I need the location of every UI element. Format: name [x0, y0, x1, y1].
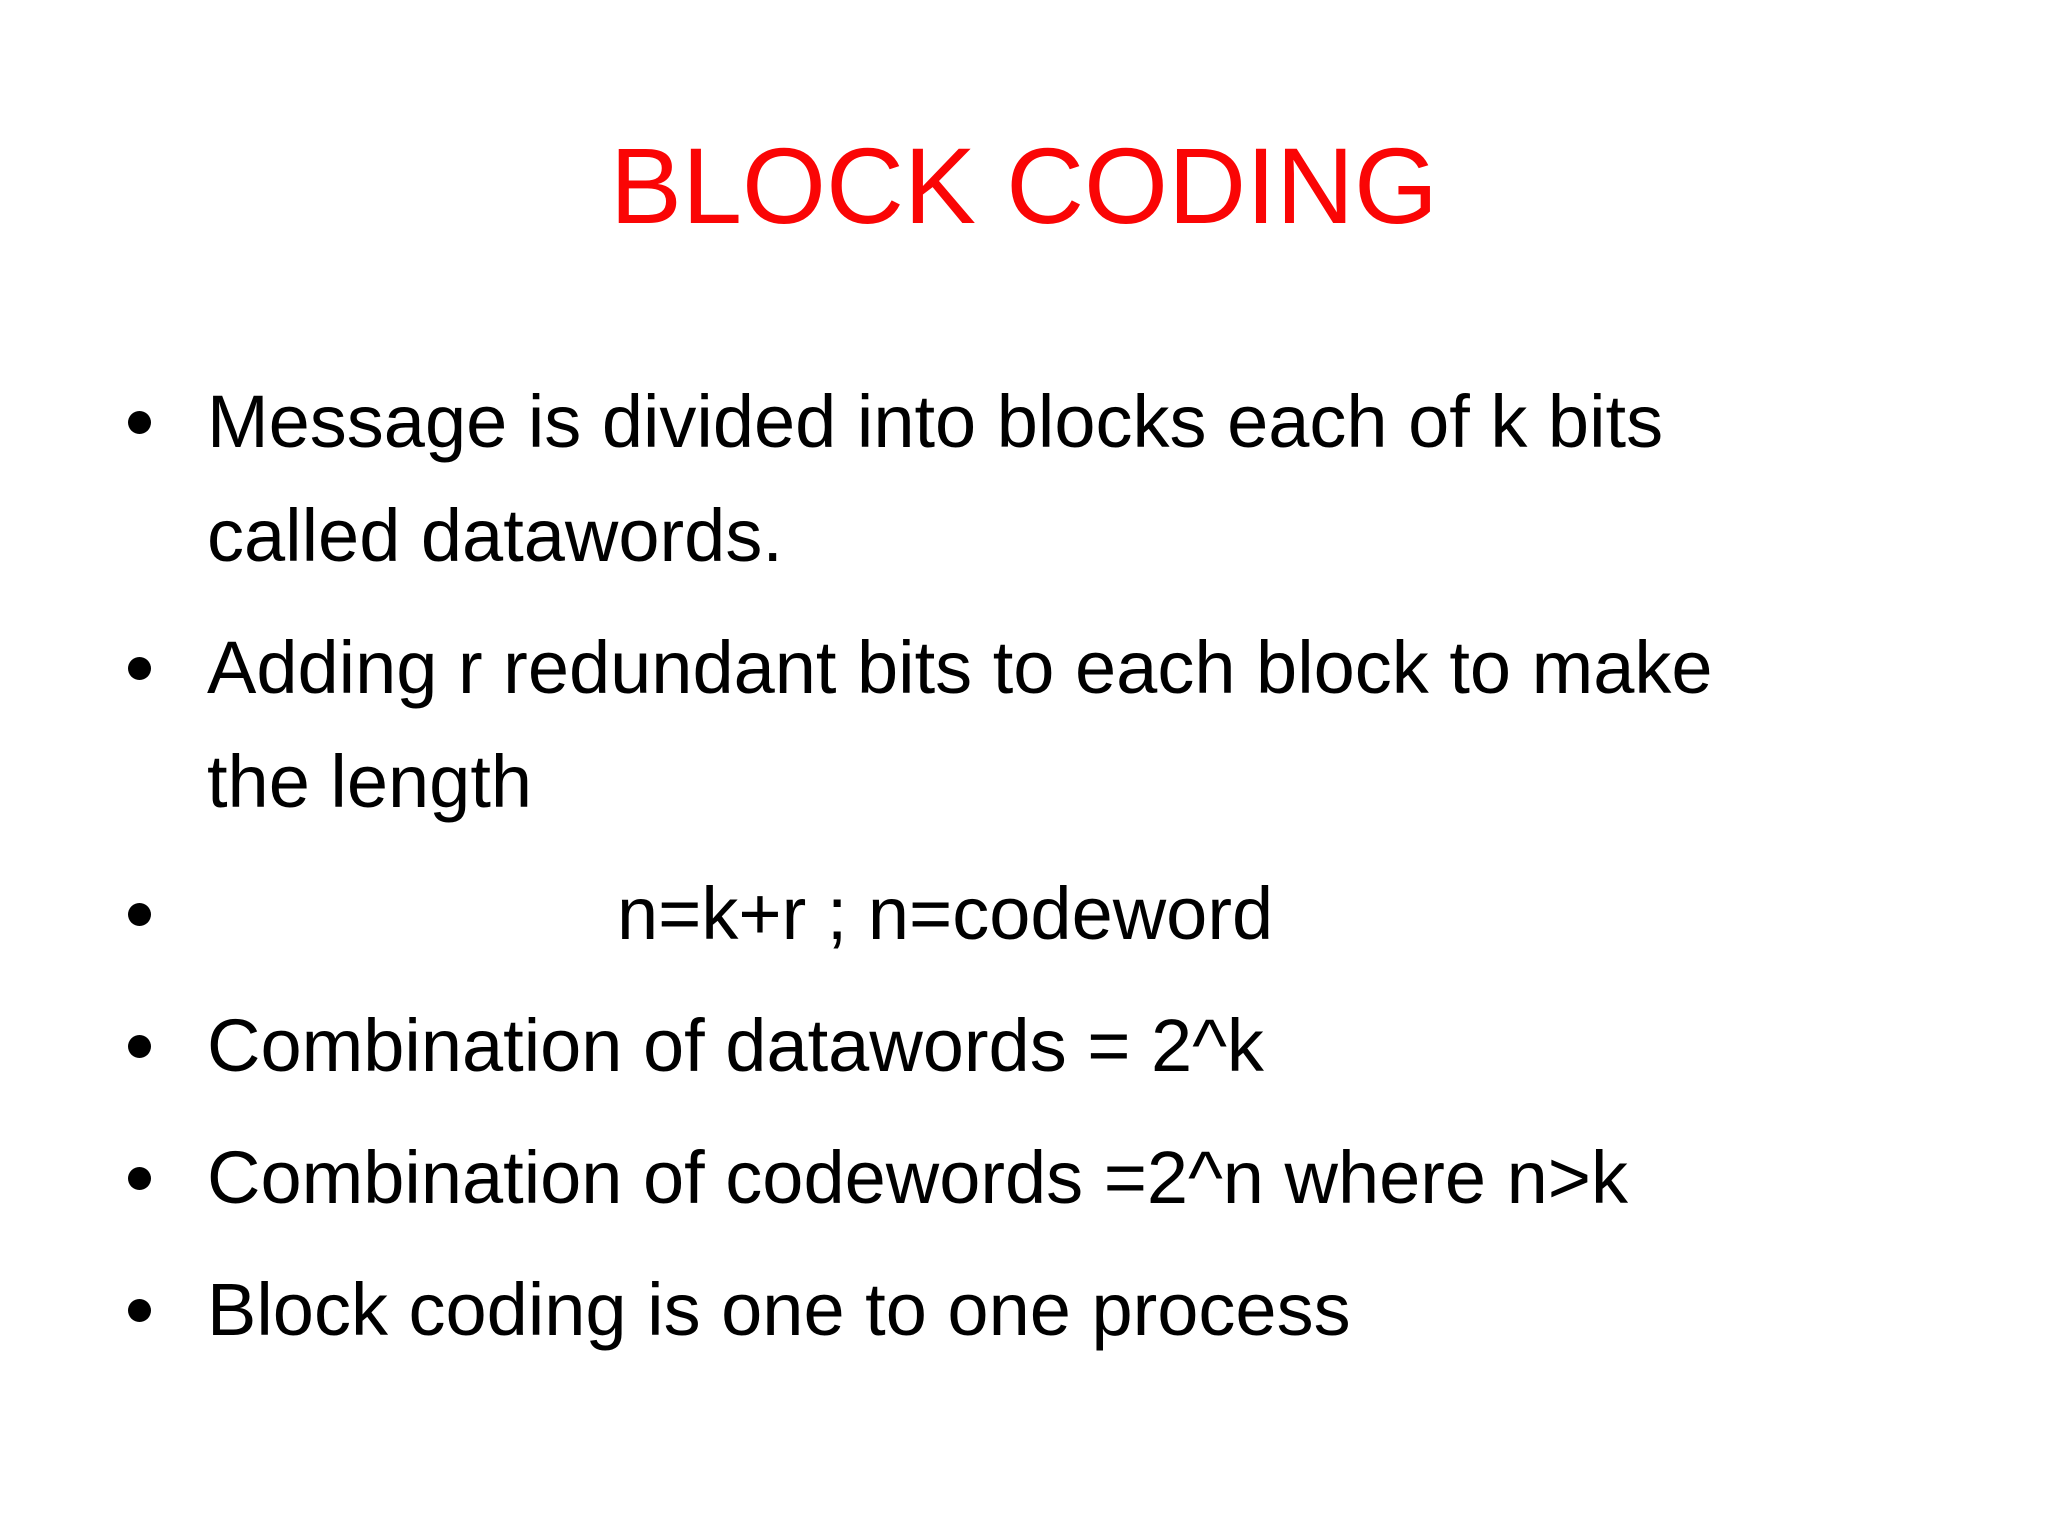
bullet-text: Adding r redundant bits to each block to… — [207, 611, 1968, 839]
bullet-line: Block coding is one to one process — [207, 1268, 1351, 1351]
bullet-icon — [128, 989, 207, 1103]
bullet-line: n=k+r ; n=codeword — [617, 872, 1274, 955]
bullet-text: Block coding is one to one process — [207, 1253, 1968, 1367]
bullet-line: Adding r redundant bits to each block to… — [207, 626, 1713, 709]
bullet-item: Combination of datawords = 2^k — [128, 989, 1968, 1103]
bullet-dot-icon — [128, 1166, 151, 1190]
bullet-item: Combination of codewords =2^n where n>k — [128, 1121, 1968, 1235]
bullet-icon — [128, 857, 207, 971]
bullet-item: n=k+r ; n=codeword — [128, 857, 1968, 971]
bullet-item: Block coding is one to one process — [128, 1253, 1968, 1367]
slide-title: BLOCK CODING — [609, 125, 1439, 246]
bullet-line: the length — [207, 740, 533, 823]
bullet-icon — [128, 365, 207, 479]
bullet-dot-icon — [128, 656, 151, 680]
bullet-text: Combination of datawords = 2^k — [207, 989, 1968, 1103]
bullet-icon — [128, 1253, 207, 1367]
bullet-dot-icon — [128, 1034, 151, 1058]
bullet-dot-icon — [128, 410, 151, 434]
bullet-item: Message is divided into blocks each of k… — [128, 365, 1968, 593]
bullet-list: Message is divided into blocks each of k… — [128, 365, 1968, 1385]
bullet-dot-icon — [128, 902, 151, 926]
bullet-text: n=k+r ; n=codeword — [207, 857, 1968, 971]
bullet-line: called datawords. — [207, 494, 783, 577]
bullet-icon — [128, 611, 207, 725]
bullet-line: Message is divided into blocks each of k… — [207, 380, 1664, 463]
bullet-icon — [128, 1121, 207, 1235]
bullet-item: Adding r redundant bits to each block to… — [128, 611, 1968, 839]
bullet-line: Combination of datawords = 2^k — [207, 1004, 1264, 1087]
bullet-dot-icon — [128, 1298, 151, 1322]
bullet-text: Combination of codewords =2^n where n>k — [207, 1121, 1968, 1235]
bullet-line: Combination of codewords =2^n where n>k — [207, 1136, 1628, 1219]
bullet-text: Message is divided into blocks each of k… — [207, 365, 1968, 593]
